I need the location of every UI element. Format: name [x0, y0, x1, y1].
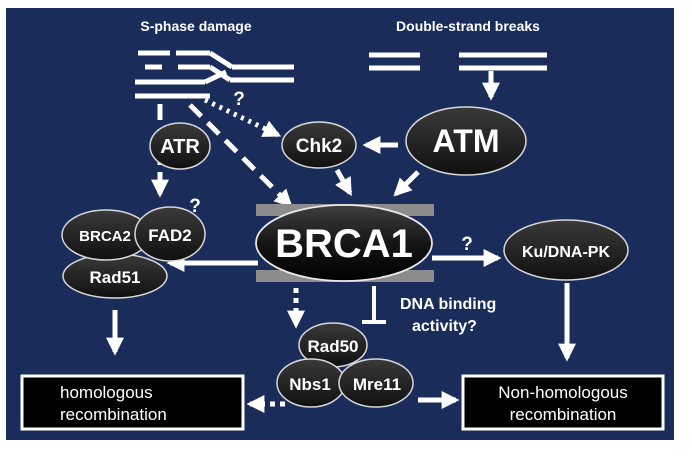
atr-node: ATR [149, 122, 211, 170]
nbs1-label: Nbs1 [289, 375, 331, 394]
question-mark-chk2: ? [233, 89, 245, 110]
brca2-complex: Rad51 BRCA2 FAD2 [61, 206, 206, 299]
homologous-line2: recombination [60, 405, 167, 424]
double-strand-breaks-label: Double-strand breaks [396, 18, 540, 34]
chk2-label: Chk2 [296, 136, 342, 157]
fad2-node [134, 206, 206, 262]
atm-label: ATM [433, 123, 500, 159]
atr-label: ATR [160, 136, 200, 158]
non-homologous-recombination-box: Non-homologous recombination [461, 374, 665, 431]
double-strand-break-icon [369, 52, 547, 71]
mrn-complex: Rad50 Nbs1 Mre11 [276, 322, 414, 408]
brca1-node: BRCA1 [255, 204, 434, 282]
ku-dna-pk-node: Ku/DNA-PK [503, 219, 629, 281]
s-phase-dna-strands-icon [135, 50, 294, 99]
nonhomologous-line1: Non-homologous [498, 383, 627, 402]
mre11-node [338, 358, 414, 408]
dna-binding-line1: DNA binding [400, 296, 496, 313]
mre11-label: Mre11 [353, 375, 401, 394]
rad50-label: Rad50 [307, 337, 358, 356]
ku-dna-pk-label: Ku/DNA-PK [522, 244, 610, 261]
arrow-atm-to-brca1 [393, 170, 420, 197]
dna-binding-line2: activity? [412, 318, 477, 335]
homologous-recombination-box: homologous recombination [20, 374, 245, 431]
question-mark-ku: ? [461, 234, 473, 255]
chk2-node: Chk2 [281, 121, 357, 169]
question-mark-fad2: ? [189, 196, 201, 217]
arrow-sphase-to-chk2 [203, 97, 282, 138]
inhibition-marker [362, 286, 386, 324]
fad2-label: FAD2 [148, 226, 191, 245]
brca1-label: BRCA1 [275, 222, 413, 266]
atm-node: ATM [405, 106, 527, 176]
brca2-label: BRCA2 [79, 228, 131, 245]
arrow-chk2-to-brca1 [334, 168, 353, 197]
s-phase-damage-label: S-phase damage [140, 18, 251, 34]
homologous-line1: homologous [60, 383, 153, 402]
rad51-label: Rad51 [89, 268, 140, 287]
nonhomologous-line2: recombination [510, 405, 617, 424]
